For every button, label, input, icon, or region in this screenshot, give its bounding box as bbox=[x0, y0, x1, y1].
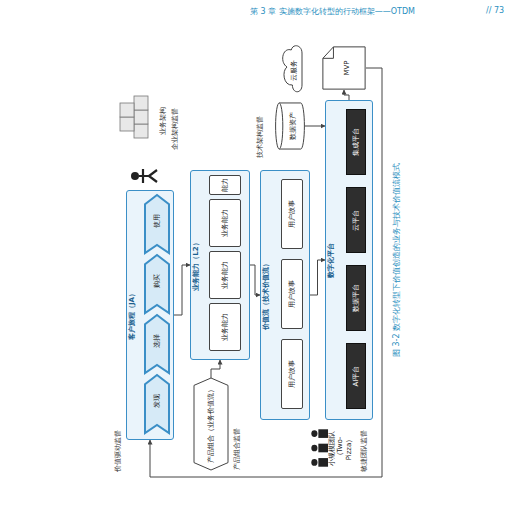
annotation-label: 敏捷团队监督 bbox=[359, 430, 369, 472]
node-label: 小规模团队（Two-Pizza） bbox=[327, 424, 354, 472]
hex-node: 产品组合（业务价值流） bbox=[194, 378, 228, 470]
band-panel: 客户旅程（JA） 发现 选择 购买 使用 bbox=[126, 190, 174, 440]
node-label: 业务能力 bbox=[220, 207, 230, 239]
node-label: 用户故事 bbox=[287, 278, 297, 310]
panel-heading: 数字化平台 bbox=[326, 101, 336, 419]
node-label: 使用 bbox=[152, 212, 162, 230]
annotation-label: 价值驱动监督 bbox=[113, 430, 123, 472]
cube-icon bbox=[114, 90, 156, 142]
page-header: // 73 bbox=[486, 6, 504, 15]
annotation-label: 产品组合监督 bbox=[232, 428, 242, 470]
node-label: 数据资产 bbox=[288, 110, 298, 142]
panel-heading: 客户旅程（JA） bbox=[127, 191, 137, 439]
chev-node: 发现 bbox=[145, 375, 169, 433]
flow-arrow bbox=[344, 90, 349, 100]
doc-node: MVP bbox=[322, 46, 366, 90]
flow-arrow bbox=[211, 360, 220, 378]
node-label: 业务能力 bbox=[220, 311, 230, 343]
band-panel: 数字化平台 AI平台 数据平台 云平台 集成平台 bbox=[325, 100, 373, 420]
node-label: 集成平台 bbox=[351, 126, 361, 158]
chev-node: 购买 bbox=[145, 255, 169, 313]
node-label: 业务能力 bbox=[220, 259, 230, 291]
flow-arrow bbox=[305, 126, 325, 127]
node-label: 用户故事 bbox=[287, 358, 297, 390]
flow-arrow bbox=[250, 265, 260, 295]
box-node: 业务能力 bbox=[209, 303, 241, 351]
node-label: 能力 bbox=[220, 176, 230, 194]
person-icon bbox=[130, 166, 158, 186]
cloud-node: 云服务 bbox=[275, 45, 305, 95]
flow-arrow bbox=[174, 265, 190, 315]
dark-node: 云平台 bbox=[346, 187, 366, 253]
panel-heading: 业务能力（L2） bbox=[191, 171, 201, 359]
flow-arrow bbox=[310, 260, 325, 295]
annotation-label: 企业架构监督 bbox=[170, 108, 180, 150]
node-label: 购买 bbox=[152, 272, 162, 290]
annotation-label: 业务架构 bbox=[158, 107, 168, 135]
node-label: 用户故事 bbox=[287, 198, 297, 230]
box-node: 用户故事 bbox=[281, 179, 303, 249]
node-label: 云服务 bbox=[289, 58, 299, 83]
dark-node: 数据平台 bbox=[346, 265, 366, 331]
band-panel: 业务能力（L2）业务能力业务能力业务能力能力 bbox=[190, 170, 250, 360]
page-header: 第 3 章 实施数字化转型的行动框架——OTDM bbox=[250, 6, 415, 17]
box-node: 用户故事 bbox=[281, 259, 303, 329]
db-node: 数据资产 bbox=[275, 102, 305, 150]
box-node: 能力 bbox=[209, 175, 241, 195]
box-node: 业务能力 bbox=[209, 251, 241, 299]
node-label: 数据平台 bbox=[351, 282, 361, 314]
annotation-label: 技术架构监督 bbox=[255, 116, 265, 158]
node-label: 发现 bbox=[152, 392, 162, 410]
figure-caption: 图 3-2 数字化转型下价值创造的业务与技术价值流模式 bbox=[391, 60, 402, 460]
box-node: 用户故事 bbox=[281, 339, 303, 409]
chev-node: 选择 bbox=[145, 315, 169, 373]
box-node: 业务能力 bbox=[209, 199, 241, 247]
dark-node: AI平台 bbox=[346, 343, 366, 409]
panel-heading: 价值流（技术价值流） bbox=[261, 171, 271, 419]
node-label: 云平台 bbox=[351, 208, 361, 233]
node-label: AI平台 bbox=[351, 364, 361, 389]
team-node: 小规模团队（Two-Pizza） bbox=[310, 424, 354, 472]
band-panel: 价值流（技术价值流）用户故事用户故事用户故事 bbox=[260, 170, 310, 420]
diagram-area: 客户旅程（JA）发现选择购买使用业务能力（L2）业务能力业务能力业务能力能力产品… bbox=[110, 40, 410, 480]
flow-arrow bbox=[150, 68, 382, 477]
node-label: 产品组合（业务价值流） bbox=[206, 384, 216, 465]
node-label: MVP bbox=[342, 58, 352, 77]
node-label: 选择 bbox=[152, 332, 162, 350]
chev-node: 使用 bbox=[145, 195, 169, 253]
dark-node: 集成平台 bbox=[346, 109, 366, 175]
